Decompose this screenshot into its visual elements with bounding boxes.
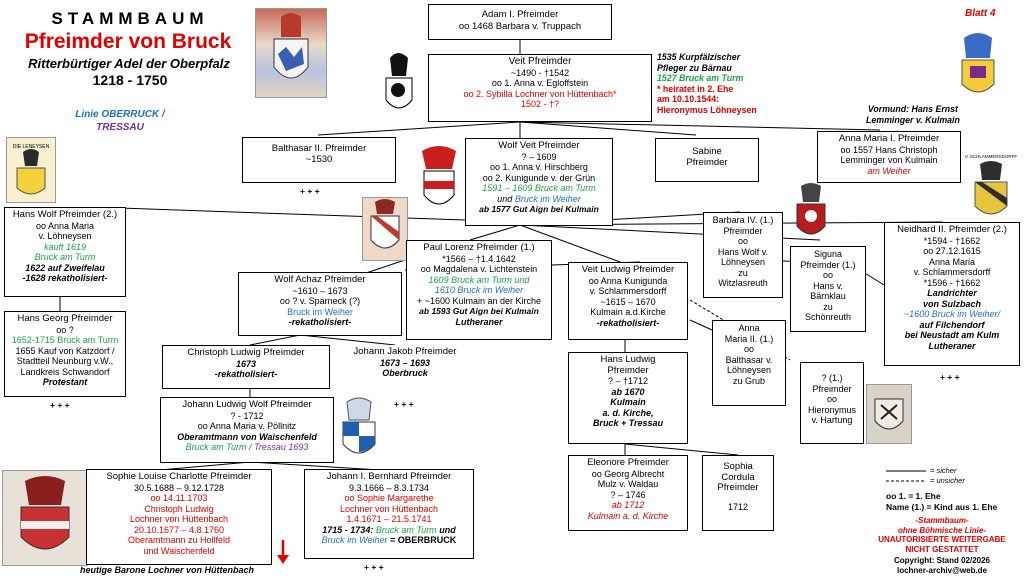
coat-of-arms-lochner-icon: [2, 470, 88, 566]
note-vormund: Vormund: Hans Ernst Lemminger v. Kulmain: [866, 104, 960, 125]
coat-of-arms-blue-icon: [333, 396, 385, 464]
coat-of-arms-red-stripe-icon: [362, 197, 408, 261]
person-sophia[interactable]: Sophia Cordula Pfreimder 1712: [702, 455, 774, 531]
person-unknown[interactable]: ? (1.) Pfreimder oo Hieronymus v. Hartun…: [800, 362, 864, 444]
legend-copyright: Copyright: Stand 02/2026 lochner-archiv@…: [893, 556, 991, 575]
page-title: STAMMBAUM: [51, 9, 209, 28]
person-wolfveit[interactable]: Wolf Veit Pfreimder ? – 1609 oo 1. Anna …: [465, 138, 613, 226]
person-veit[interactable]: Veit Pfreimder ~1490 - †1542 oo 1. Anna …: [428, 54, 652, 122]
person-johannjakob[interactable]: Johann Jakob Pfreimder 1673 – 1693 Oberb…: [341, 345, 469, 391]
plus-hansgeorg: + + +: [50, 400, 70, 410]
person-johannbernhard[interactable]: Johann I. Bernhard Pfreimder 9.3.1666 – …: [304, 469, 474, 559]
person-christoph[interactable]: Christoph Ludwig Pfreimder 1673 -rekatho…: [162, 345, 330, 389]
coat-of-arms-red-icon: [412, 143, 466, 215]
person-wolfachaz[interactable]: Wolf Achaz Pfreimder ~1610 – 1673 oo ? v…: [238, 272, 402, 336]
plus-balthasar: + + +: [300, 186, 320, 196]
person-hanswolf[interactable]: Hans Wolf Pfreimder (2.) oo Anna Maria v…: [4, 207, 126, 297]
coat-of-arms-hartung-icon: [866, 384, 912, 444]
coat-of-arms-schlammersdorf-icon: V. SCHLAMMERSDORFF: [962, 150, 1020, 225]
legend-sicher: = sicher: [930, 466, 957, 475]
person-balthasar[interactable]: Balthasar II. Pfreimder ~1530: [242, 137, 396, 183]
note-kurpfalz: 1535 Kurpfälzischer Pfleger zu Bärnau 15…: [657, 52, 757, 115]
bottom-label: heutige Barone Lochner von Hüttenbach: [80, 565, 255, 575]
coat-of-arms-lenersen-icon: DIE LENEYSEN: [6, 137, 56, 203]
coat-of-arms-main-icon: [255, 8, 327, 98]
person-hansludwig[interactable]: Hans Ludwig Pfreimder ? – †1712 ab 1670 …: [568, 352, 688, 444]
person-neidhard[interactable]: Neidhard II. Pfreimder (2.) *1594 - †166…: [884, 222, 1020, 366]
plus-johannjakob: + + +: [394, 399, 414, 409]
person-veitludwig[interactable]: Veit Ludwig Pfreimder oo Anna Kunigunda …: [568, 262, 688, 340]
linie-b: TRESSAU: [96, 122, 144, 133]
page-subtitle: Pfreimder von Bruck: [24, 30, 232, 53]
page-years: 1218 - 1750: [92, 72, 168, 88]
person-sophie[interactable]: Sophie Louise Charlotte Pfreimder 30.5.1…: [86, 469, 272, 565]
legend-kind: Name (1.) = Kind aus 1. Ehe: [886, 502, 998, 512]
plus-neidhard: + + +: [940, 372, 960, 382]
coat-of-arms-baernklau-icon: [789, 180, 833, 244]
coat-of-arms-blatt-icon: [950, 28, 1006, 103]
person-johannludwig[interactable]: Johann Ludwig Wolf Pfreimder ? - 1712 oo…: [160, 397, 334, 463]
person-annamaria2[interactable]: Anna Maria II. (1.) oo Balthasar v. Löhn…: [712, 320, 786, 406]
svg-text:V. SCHLAMMERSDORFF: V. SCHLAMMERSDORFF: [965, 154, 1018, 159]
blatt-label: Blatt 4: [965, 8, 996, 19]
person-adam[interactable]: Adam I. Pfreimder oo 1468 Barbara v. Tru…: [428, 4, 612, 40]
legend-unsicher: = unsicher: [930, 476, 965, 485]
person-annamaria1[interactable]: Anna Maria I. Pfreimder oo 1557 Hans Chr…: [817, 131, 961, 183]
page-line3: Ritterbürtiger Adel der Oberpfalz: [28, 56, 230, 71]
legend-warning: -Stammbaum- ohne Böhmische Linie- UNAUTO…: [878, 516, 1006, 554]
person-barbara4[interactable]: Barbara IV. (1.) Pfreimder oo Hans Wolf …: [703, 212, 783, 298]
plus-johannbernhard: + + +: [364, 562, 384, 572]
person-sabine[interactable]: Sabine Pfreimder: [655, 138, 759, 182]
person-hansgeorg[interactable]: Hans Georg Pfreimder oo ? 1652-1715 Bruc…: [4, 311, 126, 397]
legend-ehe: oo 1. = 1. Ehe: [886, 491, 941, 501]
person-siguna[interactable]: Siguna Pfreimder (1.) oo Hans v. Bärnkla…: [790, 246, 866, 332]
linie-a: Linie OBERRUCK /: [75, 109, 165, 120]
person-eleonore[interactable]: Eleonore Pfreimder oo Georg Albrecht Mul…: [568, 455, 688, 531]
person-paullorenz[interactable]: Paul Lorenz Pfreimder (1.) *1566 – †1.4.…: [406, 240, 552, 340]
svg-text:DIE LENEYSEN: DIE LENEYSEN: [13, 144, 50, 150]
coat-of-arms-black-icon: [376, 48, 420, 118]
